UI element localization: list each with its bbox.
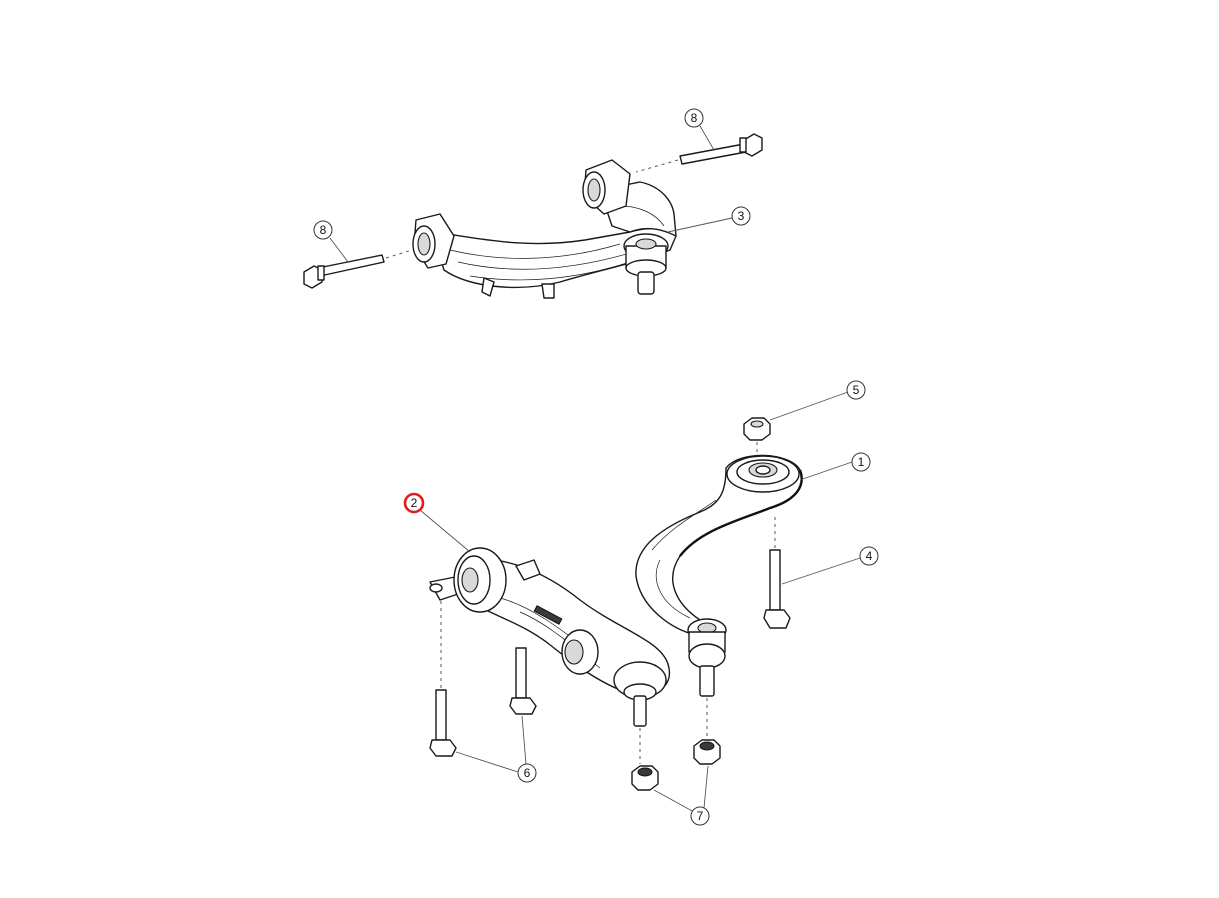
bolt-6-right [509, 647, 537, 715]
callout-label: 8 [691, 111, 698, 125]
callout-label: 8 [320, 223, 327, 237]
callout-label: 2 [411, 496, 418, 510]
nut-7-left [631, 765, 659, 791]
bolt-4 [763, 549, 791, 629]
leader-lines [329, 125, 861, 813]
bolt-6-left [429, 689, 457, 757]
callout-label: 5 [853, 383, 860, 397]
callout-3: 3 [731, 206, 751, 226]
lower-arm-1 [635, 454, 803, 697]
callout-6: 6 [517, 763, 537, 783]
callout-label: 6 [524, 766, 531, 780]
upper-rear-bolt [303, 254, 385, 289]
upper-front-bolt [679, 133, 763, 165]
callout-label: 3 [738, 209, 745, 223]
callout-7: 7 [690, 806, 710, 826]
callout-8-rear: 8 [313, 220, 333, 240]
callout-label: 1 [858, 455, 865, 469]
upper-control-arm [412, 159, 677, 299]
callout-5: 5 [846, 380, 866, 400]
callout-2-highlighted[interactable]: 2 [403, 492, 425, 514]
lower-arm-2 [429, 547, 671, 727]
callout-label: 7 [697, 809, 704, 823]
nut-5 [743, 417, 771, 441]
callout-8-front: 8 [684, 108, 704, 128]
callout-1: 1 [851, 452, 871, 472]
nut-7-right [693, 739, 721, 765]
callout-label: 4 [866, 549, 873, 563]
callout-4: 4 [859, 546, 879, 566]
